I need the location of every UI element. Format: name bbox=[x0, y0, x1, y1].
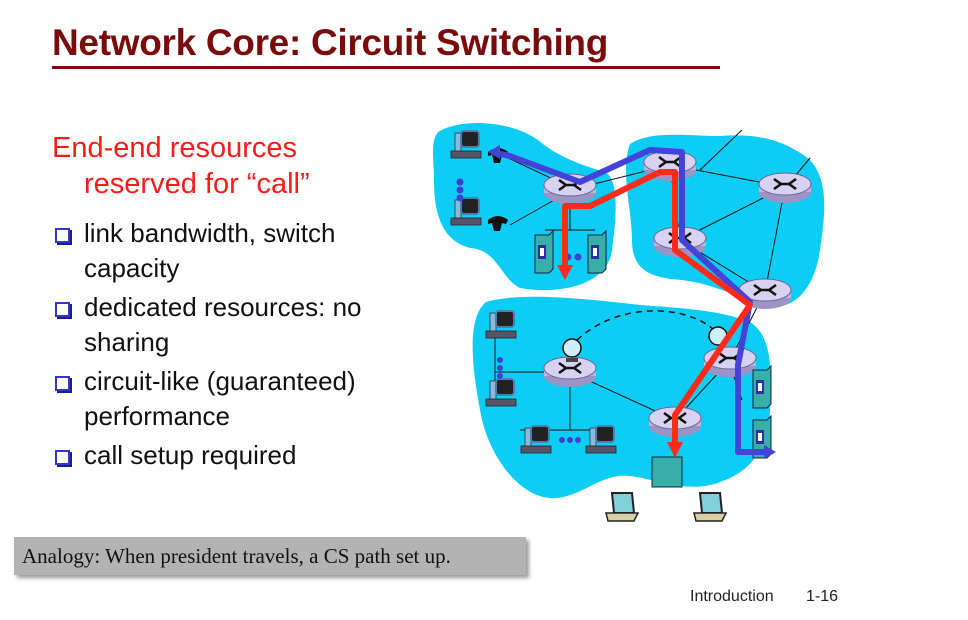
computer-icon bbox=[585, 425, 617, 454]
telephone-icon bbox=[488, 216, 508, 231]
router-icon bbox=[757, 171, 813, 205]
footer-page-number: 1-16 bbox=[806, 588, 839, 605]
checkbox-bullet-icon bbox=[55, 376, 70, 391]
network-cloud-bottom bbox=[472, 296, 771, 499]
lead-heading: End-end resources reserved for “call” bbox=[52, 130, 310, 202]
computer-icon bbox=[520, 425, 552, 454]
checkbox-bullet-icon bbox=[55, 228, 70, 243]
bullet-text-1: call setup required bbox=[84, 440, 297, 470]
laptop-icon bbox=[605, 492, 639, 522]
bullet-text-2: capacity bbox=[84, 253, 180, 283]
network-cloud-top-left bbox=[433, 122, 616, 291]
lead-line-1: End-end resources bbox=[52, 132, 298, 164]
circuit-path-red bbox=[562, 169, 753, 445]
laptop-icon bbox=[693, 492, 727, 522]
server-icon bbox=[752, 365, 772, 409]
title-underline bbox=[52, 66, 720, 69]
computer-icon bbox=[485, 378, 517, 407]
satellite-dish-icon bbox=[562, 338, 582, 362]
computer-icon bbox=[485, 310, 517, 339]
access-point-icon bbox=[651, 456, 683, 488]
computer-icon bbox=[450, 197, 482, 226]
bullet-item: circuit-like (guaranteed) performance bbox=[52, 364, 432, 434]
slide-title: Network Core: Circuit Switching bbox=[52, 22, 609, 63]
checkbox-bullet-icon bbox=[55, 302, 70, 317]
circuit-path-blue bbox=[491, 147, 765, 455]
bullet-text-1: circuit-like (guaranteed) bbox=[84, 366, 356, 396]
server-icon bbox=[587, 230, 607, 274]
bullet-text-1: dedicated resources: no bbox=[84, 292, 362, 322]
arrowhead-icon bbox=[667, 442, 683, 458]
arrowhead-icon bbox=[488, 145, 500, 159]
bullet-text-2: performance bbox=[84, 401, 230, 431]
server-icon bbox=[534, 230, 554, 274]
network-diagram bbox=[433, 122, 825, 522]
bullet-item: call setup required bbox=[52, 438, 432, 473]
arrowhead-icon bbox=[764, 445, 776, 459]
lead-line-2: reserved for “call” bbox=[84, 168, 310, 200]
computer-icon bbox=[450, 130, 482, 159]
footer-section: Introduction bbox=[690, 588, 774, 605]
analogy-text: Analogy: When president travels, a CS pa… bbox=[22, 544, 451, 568]
checkbox-bullet-icon bbox=[55, 450, 70, 465]
analogy-callout: Analogy: When president travels, a CS pa… bbox=[14, 537, 526, 575]
bullet-item: dedicated resources: no sharing bbox=[52, 290, 432, 360]
bullet-list: link bandwidth, switch capacity dedicate… bbox=[52, 216, 432, 477]
bullet-text-2: sharing bbox=[84, 327, 170, 357]
bullet-item: link bandwidth, switch capacity bbox=[52, 216, 432, 286]
bullet-text-1: link bandwidth, switch bbox=[84, 218, 336, 248]
arrowhead-icon bbox=[557, 265, 573, 280]
